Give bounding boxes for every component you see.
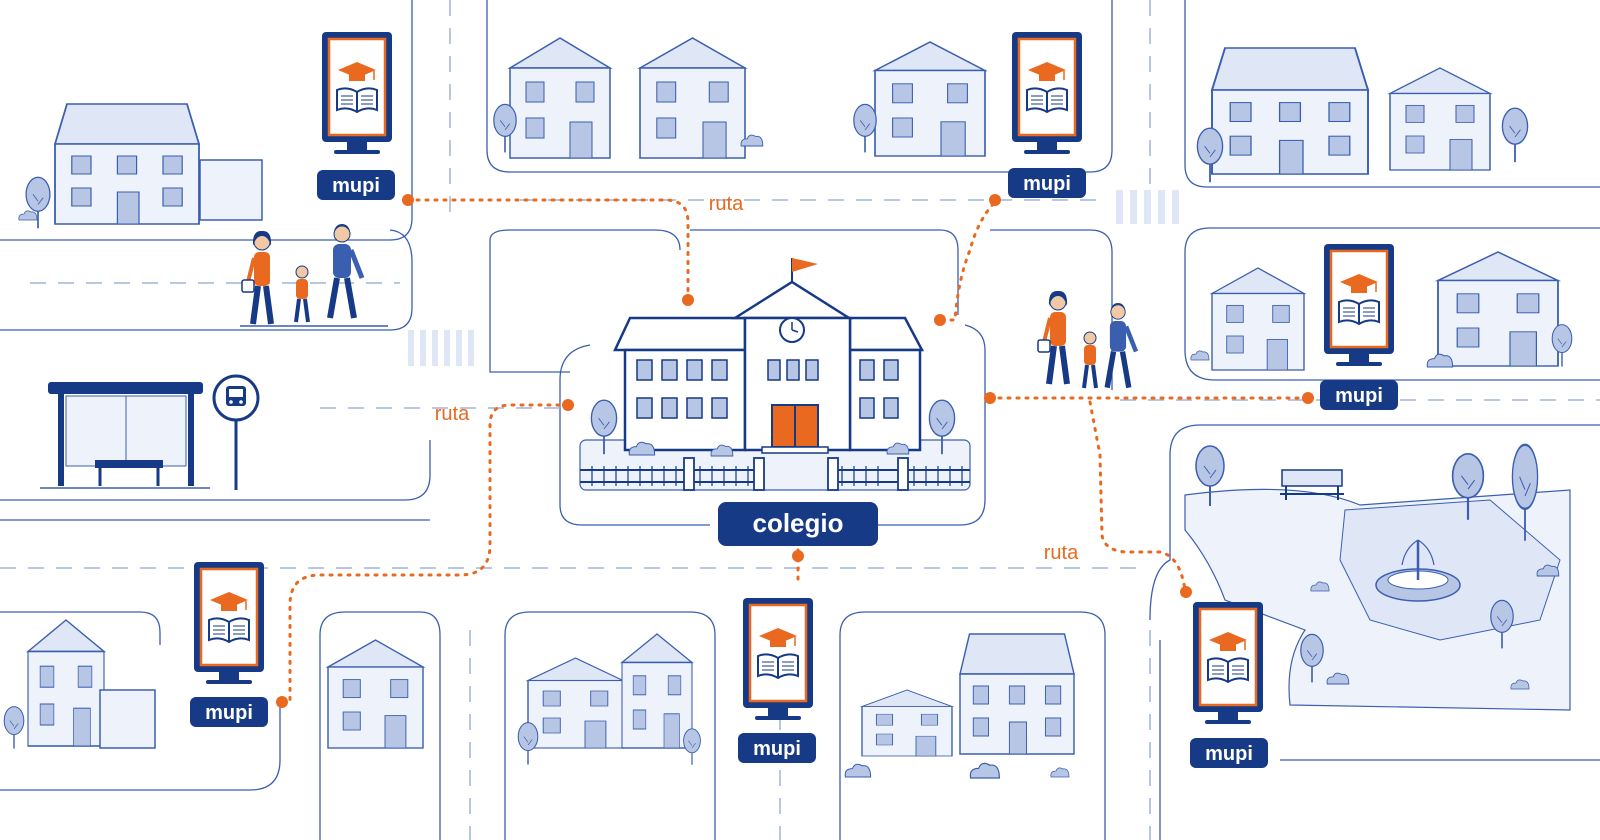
mupi-5: mupi — [738, 596, 816, 763]
mupi-label: mupi — [1205, 743, 1253, 765]
route-label-1: ruta — [709, 193, 744, 215]
graduation-cap-book-icon — [320, 30, 394, 156]
route-label-2: ruta — [435, 403, 470, 425]
routes — [288, 198, 1310, 702]
mupi-label: mupi — [1023, 173, 1071, 195]
park — [1184, 443, 1571, 711]
graduation-cap-book-icon — [1191, 600, 1265, 726]
mupi-6: mupi — [1190, 600, 1268, 768]
route-nodes — [276, 194, 1314, 708]
mupi-3: mupi — [1320, 242, 1398, 410]
houses — [27, 37, 1559, 757]
school-building — [579, 258, 971, 491]
family-left — [240, 224, 388, 326]
mupi-label: mupi — [753, 738, 801, 760]
graduation-cap-book-icon — [1322, 242, 1396, 368]
mupi-label: mupi — [1335, 385, 1383, 407]
bus-stop — [40, 374, 260, 490]
mupi-label: mupi — [205, 702, 253, 724]
mupi-2: mupi — [1008, 30, 1086, 198]
school-label-text: colegio — [752, 508, 843, 538]
family-right — [1038, 291, 1136, 388]
graduation-cap-book-icon — [741, 596, 815, 722]
route-label-3: ruta — [1044, 542, 1079, 564]
mupi-4: mupi — [190, 560, 268, 727]
crosswalks — [408, 190, 1179, 366]
school-label: colegio — [718, 502, 878, 546]
mupi-label: mupi — [332, 175, 380, 197]
graduation-cap-book-icon — [192, 560, 266, 686]
mupi-1: mupi — [317, 30, 395, 200]
bus-icon — [212, 374, 260, 422]
graduation-cap-book-icon — [1010, 30, 1084, 156]
